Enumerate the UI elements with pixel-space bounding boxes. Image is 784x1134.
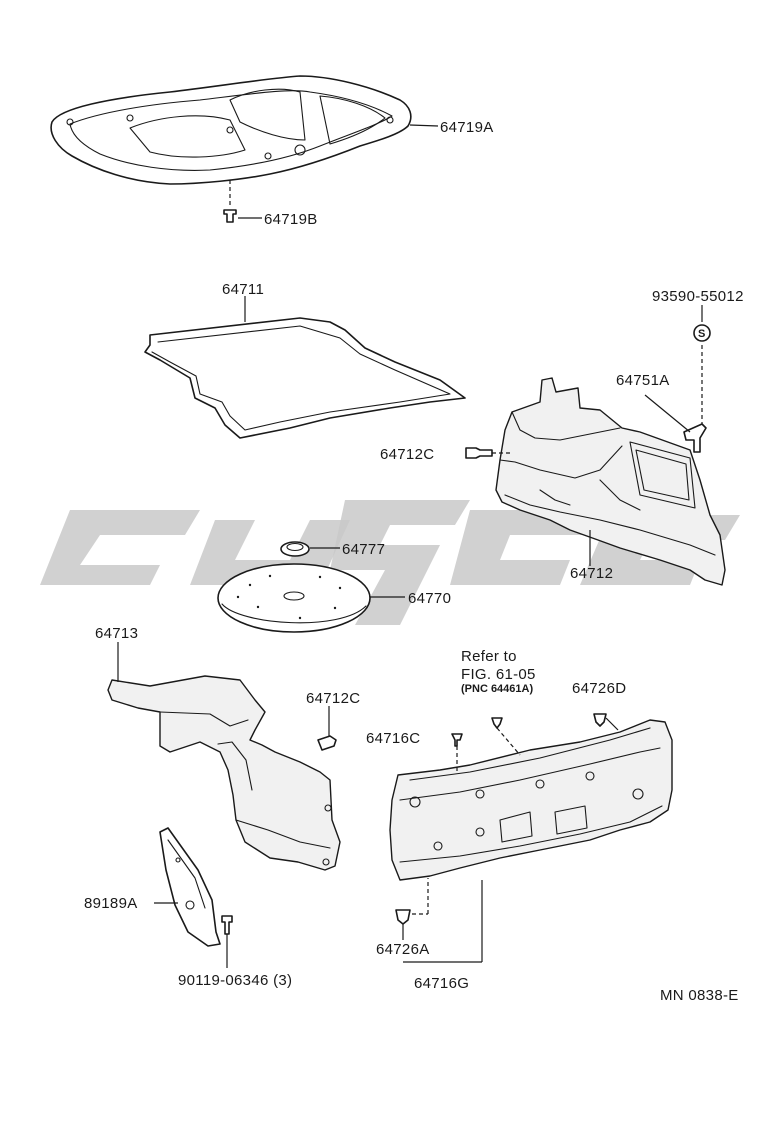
bracket-line-64716G (403, 880, 483, 963)
side-trim-64713 (107, 642, 341, 871)
label-64712C-mid: 64712C (306, 690, 360, 707)
label-64719A: 64719A (440, 119, 494, 136)
refer-line-1: Refer to (461, 648, 517, 665)
clip-64726A (395, 878, 429, 940)
refer-note: Refer to FIG. 61-05 (PNC 64461A) (461, 648, 536, 695)
label-64712: 64712 (570, 565, 613, 582)
refer-clip (491, 717, 521, 756)
label-64777: 64777 (342, 541, 385, 558)
label-93590-55012: 93590-55012 (652, 288, 744, 305)
label-64751A: 64751A (616, 372, 670, 389)
diagram-code: MN 0838-E (660, 987, 739, 1004)
clip-64726D (593, 713, 619, 731)
clip-64712C-top (465, 447, 510, 459)
clip-64716C (451, 733, 463, 772)
label-90119-06346: 90119-06346 (3) (178, 972, 292, 989)
floor-mat-64711 (144, 296, 466, 439)
label-64713: 64713 (95, 625, 138, 642)
label-64716C: 64716C (366, 730, 420, 747)
side-trim-64712 (495, 377, 726, 586)
refer-line-2: FIG. 61-05 (461, 666, 536, 683)
label-64712C-top: 64712C (380, 446, 434, 463)
clip-64719B (223, 180, 262, 223)
label-64770: 64770 (408, 590, 451, 607)
hood-insulator-64719A (50, 75, 439, 185)
label-64719B: 64719B (264, 211, 318, 228)
bolt-90119 (221, 915, 233, 968)
cover-board-64770 (217, 563, 405, 633)
label-64716G: 64716G (414, 975, 469, 992)
label-64726D: 64726D (572, 680, 626, 697)
back-panel-trim-64716G (389, 719, 673, 881)
refer-line-3: (PNC 64461A) (461, 683, 533, 695)
clip-64712C-mid (317, 706, 337, 751)
label-89189A: 89189A (84, 895, 138, 912)
cap-64777 (280, 541, 340, 557)
bracket-64751A (644, 345, 707, 453)
svg-text:S: S (698, 328, 705, 340)
label-64711: 64711 (222, 281, 264, 298)
bracket-89189A (154, 827, 221, 947)
label-64726A: 64726A (376, 941, 430, 958)
s-marker-93590: S (693, 305, 711, 342)
